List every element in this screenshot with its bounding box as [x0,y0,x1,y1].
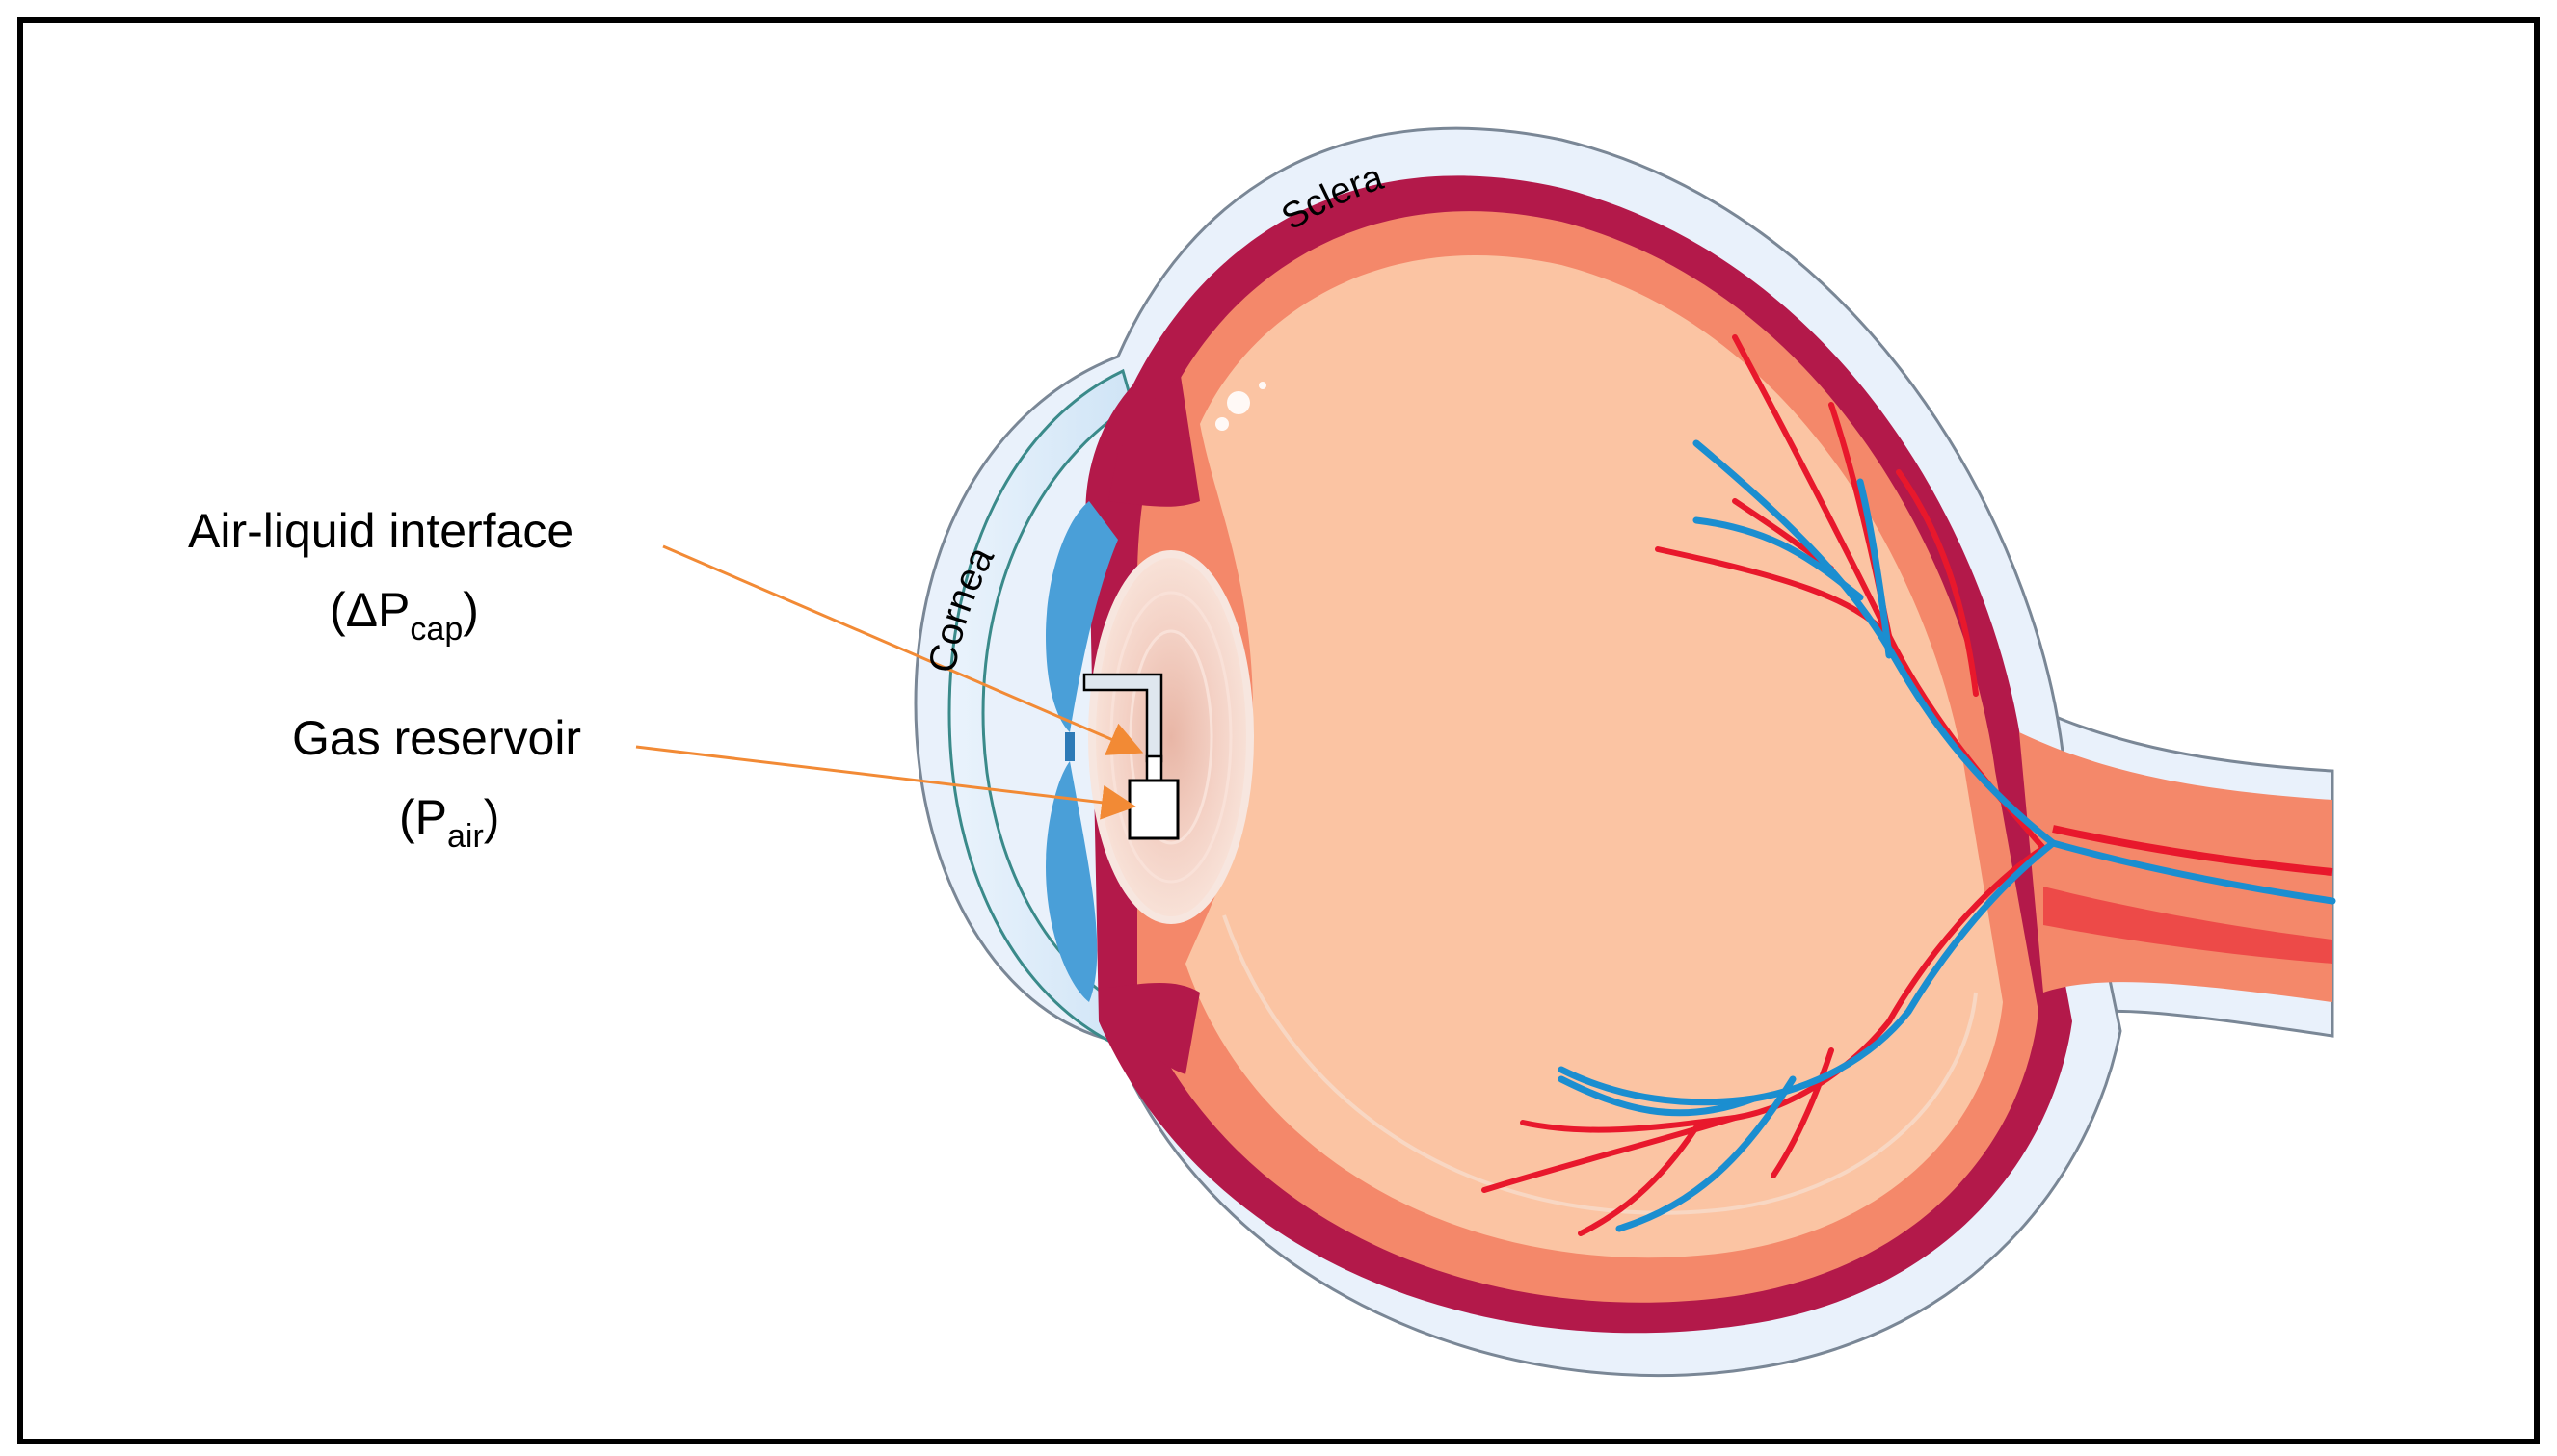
ciliary-body-bottom [1108,983,1200,1074]
gas-reservoir-box [1128,779,1180,840]
iris-bottom [1046,761,1098,1002]
interface-title: Air-liquid interface [188,504,573,558]
highlight-dot [1259,382,1266,389]
artery-lower-branch-2 [1771,1047,1834,1178]
interface-arrow [662,544,1144,755]
implant-device [1082,673,1180,840]
reservoir-symbol-sub: air [447,818,484,855]
artery-upper-branch-3 [1896,469,1979,697]
reservoir-title: Gas reservoir [292,711,581,765]
iris-top [1046,501,1118,732]
vein-upper-main [1692,439,2057,847]
vein-lower-branch-1 [1558,1075,1758,1117]
artery-optic-stream [2052,825,2333,876]
reservoir-symbol-prefix: (P [399,790,447,844]
reservoir-arrow [635,745,1136,820]
ciliary-body-top [1108,376,1200,507]
vitreous-inner-edge [1222,914,1978,1215]
vein-lower-branch-2 [1615,1075,1797,1232]
vein-optic-stream [2049,839,2336,905]
reservoir-symbol: (Pair) [399,790,499,855]
artery-lower-main [1520,845,2046,1133]
highlight-small [1215,417,1229,431]
interface-symbol-suffix: ) [463,583,479,637]
optic-nerve-stripe [2043,887,2332,964]
device-tube-neck [1145,754,1163,783]
reservoir-symbol-suffix: ) [484,790,500,844]
artery-lower-branch-3 [1578,1125,1699,1236]
interface-symbol: (ΔPcap) [330,583,479,648]
vitreous-body [1185,254,2003,1258]
vein-lower-main [1558,839,2057,1106]
highlight-large [1227,391,1250,414]
interface-symbol-sub: cap [410,611,463,648]
vein-network [1558,439,2336,1232]
vein-upper-branch-2 [1856,478,1893,659]
interface-symbol-prefix: (ΔP [330,583,410,637]
vein-upper-branch-1 [1692,516,1864,601]
lens [1088,550,1254,924]
